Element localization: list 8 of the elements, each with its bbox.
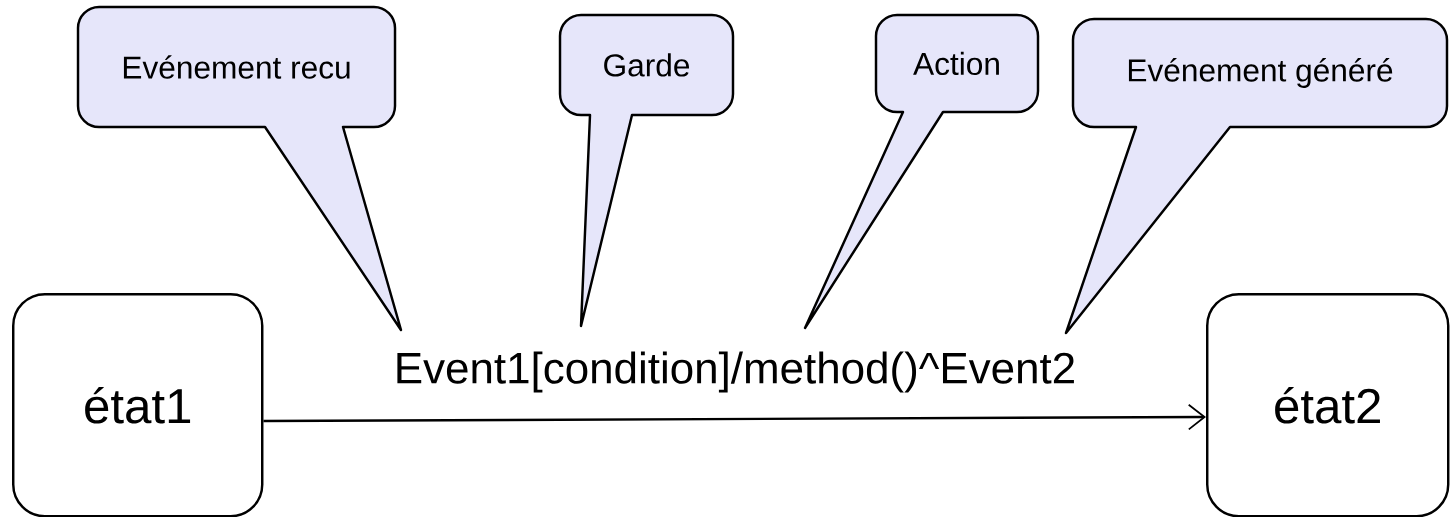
state-box: état1: [12, 293, 264, 517]
speech-callout: Action: [803, 13, 1040, 330]
edge-label: Event1[condition]/method()^Event2: [392, 349, 1078, 395]
speech-callout: Garde: [558, 13, 735, 328]
arrow: [263, 403, 1206, 431]
state-box: état2: [1206, 293, 1450, 517]
speech-callout: Evénement généré: [1064, 17, 1449, 335]
speech-callout: Evénement recu: [76, 5, 403, 332]
